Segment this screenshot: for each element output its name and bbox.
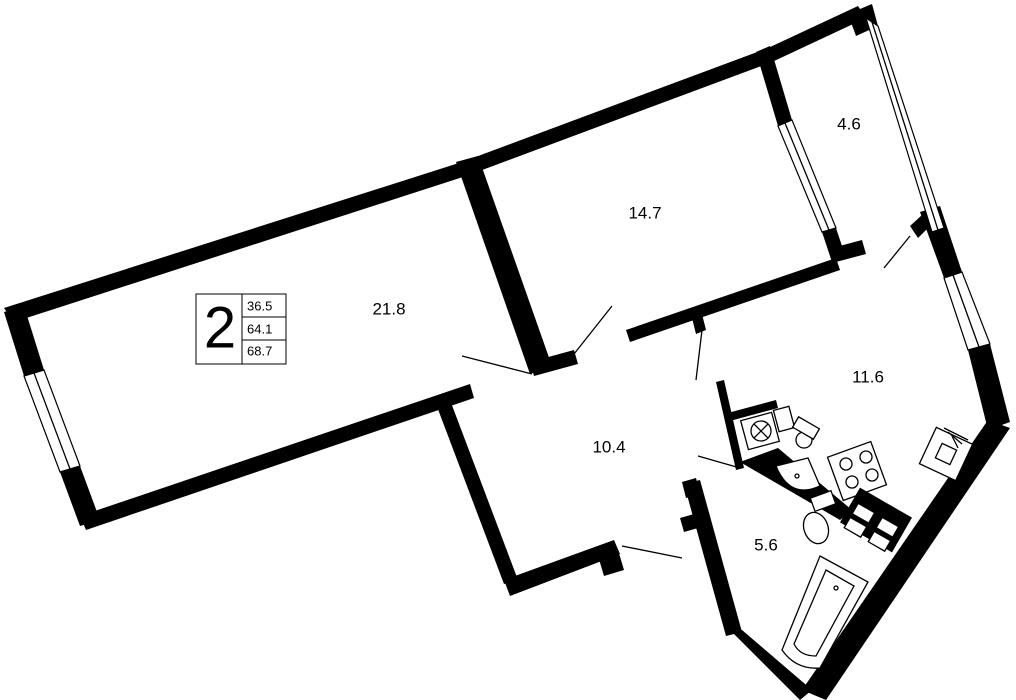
room-kitchen-area: 11.6 xyxy=(852,367,884,386)
room-labels: 21.8 14.7 4.6 11.6 10.4 5.6 xyxy=(372,114,883,554)
area-total: 64.1 xyxy=(247,321,272,336)
fixtures xyxy=(739,405,974,669)
room-bathroom-area: 5.6 xyxy=(754,535,778,554)
room-balcony-area: 4.6 xyxy=(837,114,861,133)
wall-hall-stub xyxy=(598,550,624,576)
window-kitchen xyxy=(943,271,991,351)
wall-kitchen-right xyxy=(968,344,1010,430)
door-living xyxy=(461,355,533,375)
wall-top-middle xyxy=(462,48,772,176)
wall-door-stub-kitchen xyxy=(692,314,706,334)
room-count: 2 xyxy=(204,295,236,360)
wall-living-bedroom xyxy=(456,156,552,374)
kitchen-sink-icon xyxy=(918,426,974,482)
wall-hall-left xyxy=(436,400,518,584)
wall-living-stub xyxy=(530,350,578,376)
wall-bath-stub-top xyxy=(682,478,700,498)
stove-icon xyxy=(826,440,888,502)
wc-sink-icon xyxy=(739,411,781,451)
door-kitchen xyxy=(695,329,703,381)
wall-left-upper xyxy=(4,306,44,376)
bathtub-icon xyxy=(781,555,869,669)
washing-machine-icon xyxy=(840,487,912,553)
wall-bottom-left xyxy=(80,384,474,530)
boiler-icon xyxy=(772,405,821,449)
wall-top-right xyxy=(768,6,866,62)
wall-bedroom-stub xyxy=(832,240,866,262)
wall-top-left xyxy=(4,162,466,322)
wall-bedroom-bottom xyxy=(626,258,840,342)
washbasin-icon xyxy=(775,457,821,491)
wall-wc-top xyxy=(724,400,778,422)
door-lines xyxy=(461,235,911,559)
wall-kitchen-column xyxy=(920,206,962,278)
area-total-with-balcony: 68.7 xyxy=(247,343,272,358)
wall-angled-right xyxy=(802,420,1010,700)
door-entrance xyxy=(621,545,683,559)
wall-bath-left xyxy=(684,480,742,636)
room-living-area: 21.8 xyxy=(372,299,405,318)
wall-bath-bottom xyxy=(726,626,812,700)
toilet-icon xyxy=(802,489,837,545)
wall-wc-left xyxy=(716,380,744,470)
area-living: 36.5 xyxy=(247,298,272,313)
room-hall-area: 10.4 xyxy=(592,437,625,456)
door-bedroom xyxy=(573,305,613,355)
door-wc xyxy=(697,455,741,469)
windows xyxy=(23,16,991,473)
room-bedroom-area: 14.7 xyxy=(628,203,661,222)
wall-hall-bottom xyxy=(504,540,620,596)
apartment-info-box: 2 36.5 64.1 68.7 xyxy=(195,293,287,365)
wall-bath-stub-mid xyxy=(680,514,698,532)
door-balcony xyxy=(883,235,911,269)
wall-bedroom-right-top xyxy=(756,46,792,126)
wall-left-lower xyxy=(60,466,100,526)
